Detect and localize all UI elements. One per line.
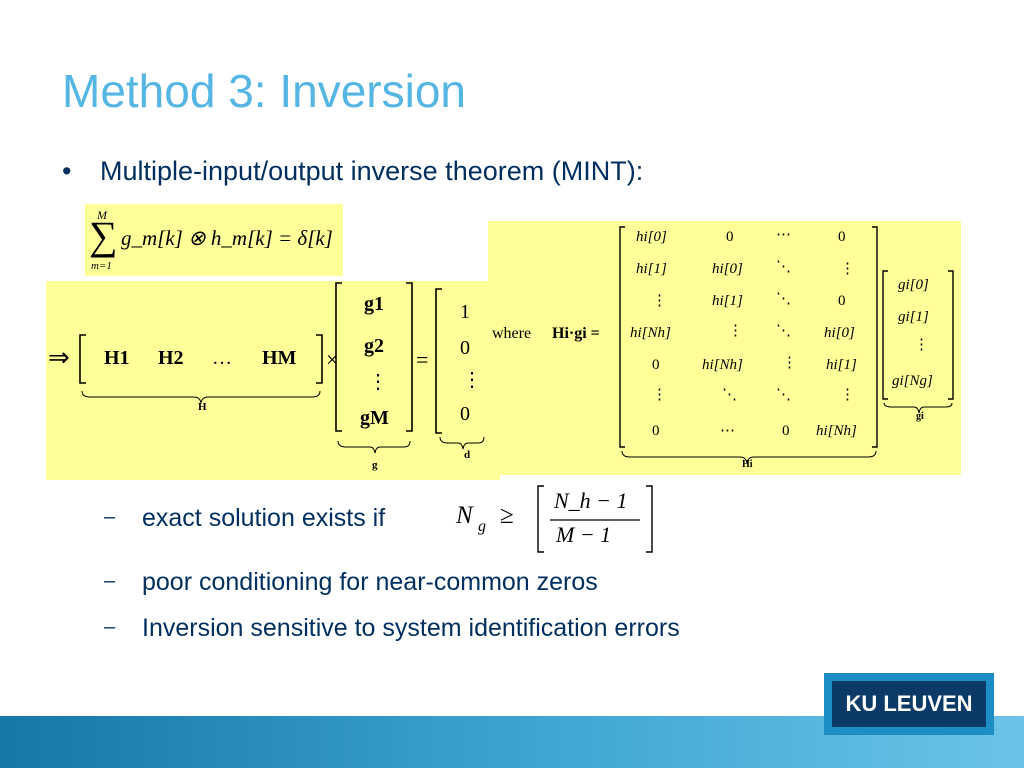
formula-relation: ≥ (500, 502, 514, 529)
matrix-r4c0: 0 (652, 357, 660, 373)
sub-bullet-text: Inversion sensitive to system identifica… (142, 614, 680, 642)
bullet-text: Multiple-input/output inverse theorem (M… (100, 156, 644, 186)
matrix-r4c2: ⋮ (782, 355, 797, 371)
matrix-r4c1: hi[Nh] (702, 357, 743, 373)
d-entry-4: 0 (460, 403, 470, 425)
d-col-brackets (435, 288, 485, 450)
where-text: where (492, 325, 532, 342)
slide-title: Method 3: Inversion (62, 65, 467, 117)
matrix-r0c1: 0 (726, 229, 734, 245)
logo-text: KU LEUVEN (832, 681, 986, 727)
matrix-r2c1: hi[1] (712, 293, 743, 309)
matrix-r3c2: ⋱ (776, 323, 791, 339)
sum-lower-limit: m=1 (91, 260, 112, 272)
matrix-r1c3: ⋮ (840, 261, 855, 277)
h-row-brackets (79, 334, 323, 404)
sub-bullet-text: poor conditioning for near-common zeros (142, 568, 598, 596)
d-entry-2: 0 (460, 337, 470, 359)
d-label: d (464, 449, 471, 461)
matrix-r3c0: hi[Nh] (630, 325, 671, 341)
vector-label: gi (916, 411, 924, 422)
g-entry-1: g1 (364, 293, 384, 315)
matrix-r0c2: ⋯ (776, 227, 791, 243)
matrix-r6c2: 0 (782, 423, 790, 439)
formula-denominator: M − 1 (556, 522, 612, 547)
matrix-r2c2: ⋱ (776, 291, 791, 307)
matrix-brackets (619, 226, 954, 464)
g-entry-2: g2 (364, 335, 384, 357)
g-entry-dots: ⋮ (368, 371, 388, 393)
equals-symbol: = (416, 347, 429, 372)
matrix-r5c2: ⋱ (776, 387, 791, 403)
matrix-lhs: Hi·gi = (552, 325, 600, 342)
ku-leuven-logo: KU LEUVEN (824, 673, 994, 735)
matrix-label: Hi (742, 459, 753, 470)
matrix-r6c1: ⋯ (720, 423, 735, 439)
g-col-brackets (335, 282, 413, 454)
sub-bullet-marker: – (104, 616, 116, 638)
matrix-r1c1: hi[0] (712, 261, 743, 277)
matrix-r6c3: hi[Nh] (816, 423, 857, 439)
matrix-r3c1: ⋮ (728, 323, 743, 339)
sum-body: g_m[k] ⊗ h_m[k] = δ[k] (121, 226, 333, 250)
vector-entry-dots: ⋮ (914, 337, 929, 353)
matrix-r5c0: ⋮ (652, 387, 667, 403)
vector-entry-1: gi[0] (898, 277, 929, 293)
formula-lhs: N (456, 502, 473, 529)
matrix-r0c0: hi[0] (636, 229, 667, 245)
matrix-r1c0: hi[1] (636, 261, 667, 277)
h-block-m: HM (262, 347, 297, 369)
formula-lhs-sub: g (478, 518, 486, 535)
h-block-dots: … (212, 347, 232, 369)
matrix-r4c3: hi[1] (826, 357, 857, 373)
matrix-r2c3: 0 (838, 293, 846, 309)
formula-numerator: N_h − 1 (554, 488, 628, 513)
matrix-r3c3: hi[0] (824, 325, 855, 341)
bullet-marker: • (62, 156, 72, 186)
d-entry-1: 1 (460, 301, 470, 323)
sum-symbol: ∑ (89, 213, 118, 258)
sub-bullet-text: exact solution exists if (142, 504, 386, 532)
vector-entry-4: gi[Ng] (892, 373, 933, 389)
h-block-1: H1 (104, 347, 130, 369)
g-entry-m: gM (360, 407, 389, 429)
equation-sum-box: M ∑ m=1 g_m[k] ⊗ h_m[k] = δ[k] (85, 204, 343, 276)
equation-system-box: ⇒ H1 H2 … HM H × g1 g2 ⋮ gM g = 1 0 ⋮ 0 … (46, 281, 500, 480)
sum-upper-limit: M (97, 208, 107, 222)
matrix-r5c3: ⋮ (840, 387, 855, 403)
equation-matrix-box: where Hi·gi = hi[0] 0 ⋯ 0 hi[1] hi[0] ⋱ … (488, 221, 961, 475)
implies-symbol: ⇒ (48, 343, 70, 372)
vector-entry-2: gi[1] (898, 309, 929, 325)
h-block-2: H2 (158, 347, 184, 369)
matrix-r6c0: 0 (652, 423, 660, 439)
sub-bullet-marker: – (104, 570, 116, 592)
ceiling-brackets (537, 485, 653, 553)
g-label: g (372, 459, 378, 471)
d-entry-dots: ⋮ (462, 369, 482, 391)
condition-formula: N g ≥ N_h − 1 M − 1 (456, 484, 666, 556)
matrix-r1c2: ⋱ (776, 259, 791, 275)
matrix-r5c1: ⋱ (722, 387, 737, 403)
matrix-r0c3: 0 (838, 229, 846, 245)
sub-bullet-marker: – (104, 506, 116, 528)
matrix-r2c0: ⋮ (652, 293, 667, 309)
h-label: H (198, 401, 207, 413)
